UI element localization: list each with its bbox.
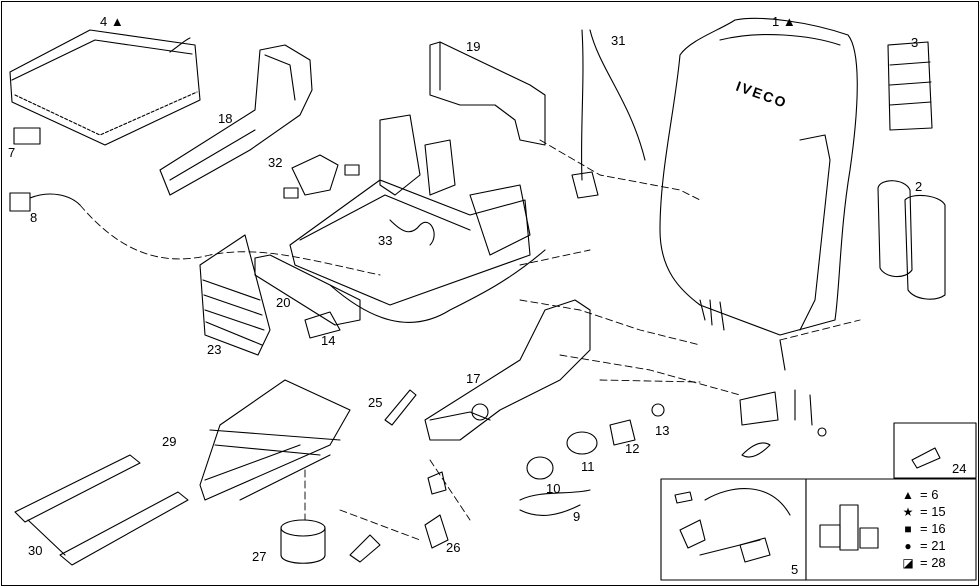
callout-32: 32 — [268, 155, 283, 170]
callout-31: 31 — [611, 33, 626, 48]
legend-text: = 16 — [920, 521, 946, 536]
callout-25: 25 — [368, 395, 383, 410]
seat-cushion — [9, 29, 201, 146]
air-spring — [280, 519, 326, 564]
wiring-harness — [9, 192, 81, 212]
callout-11: 11 — [581, 459, 595, 474]
callout-20: 20 — [276, 295, 291, 310]
circle-icon: ● — [904, 538, 912, 553]
callout-9: 9 — [573, 509, 581, 524]
lumbar-pad — [887, 41, 933, 131]
legend-row: ◪ = 28 — [902, 554, 946, 571]
callout-27: 27 — [252, 549, 267, 564]
legend-icon-art — [819, 504, 879, 551]
callout-17: 17 — [466, 371, 481, 386]
callout-12: 12 — [625, 441, 640, 456]
kit-5-parts — [674, 488, 791, 563]
brand-text: IVECO — [734, 78, 790, 111]
plug-24 — [911, 447, 941, 469]
square-icon: ■ — [904, 521, 912, 536]
callout-26: 26 — [446, 540, 461, 555]
cable — [329, 249, 546, 323]
dashed-leader-lines — [79, 139, 861, 541]
plug-part — [13, 127, 41, 145]
callout-14: 14 — [321, 333, 336, 348]
legend-row: ● = 21 — [902, 537, 946, 554]
callout-10: 10 — [546, 481, 561, 496]
symbol-legend: ▲ = 6 ★ = 15 ■ = 16 ● = 21 ◪ = 28 — [902, 486, 946, 571]
knobs-and-levers — [519, 403, 665, 516]
legend-text: = 21 — [920, 538, 946, 553]
side-cover — [159, 44, 313, 196]
legend-row: ★ = 15 — [902, 503, 946, 520]
callout-4: 4 ▲ — [100, 14, 124, 29]
callout-23: 23 — [207, 342, 222, 357]
buckle — [283, 154, 360, 199]
triangle-icon: ▲ — [902, 487, 914, 502]
callout-2: 2 — [915, 179, 923, 194]
seat-belt — [571, 29, 646, 199]
legend-text: = 28 — [920, 555, 946, 570]
part-24-box — [893, 422, 977, 479]
legend-row: ■ = 16 — [902, 520, 946, 537]
callout-3: 3 — [911, 35, 919, 50]
callout-13: 13 — [655, 423, 670, 438]
legend-row: ▲ = 6 — [902, 486, 946, 503]
seat-rails — [14, 454, 189, 566]
callout-33: 33 — [378, 233, 393, 248]
callout-18: 18 — [218, 111, 233, 126]
callout-1: 1 ▲ — [772, 14, 796, 29]
side-panel — [429, 41, 546, 146]
callout-19: 19 — [466, 39, 481, 54]
star-icon: ★ — [902, 504, 914, 519]
wiring-bundle — [389, 219, 435, 246]
front-cover — [254, 254, 361, 339]
side-shield — [424, 299, 591, 441]
side-cushions — [877, 180, 946, 300]
callout-7: 7 — [8, 145, 16, 160]
scissor-mechanism — [199, 379, 351, 501]
bellows-cover — [199, 234, 271, 356]
brackets — [349, 471, 449, 563]
half-square-icon: ◪ — [902, 555, 914, 570]
callout-24: 24 — [952, 461, 967, 476]
callout-30: 30 — [28, 543, 43, 558]
backrest — [659, 17, 858, 371]
callout-5: 5 — [791, 562, 799, 577]
seat-frame — [289, 114, 531, 306]
legend-box — [805, 478, 977, 581]
damper — [384, 389, 417, 426]
legend-text: = 15 — [920, 504, 946, 519]
callout-8: 8 — [30, 210, 38, 225]
callout-29: 29 — [162, 434, 177, 449]
handle-parts — [739, 389, 827, 458]
legend-text: = 6 — [920, 487, 939, 502]
kit-5-box — [660, 478, 807, 581]
